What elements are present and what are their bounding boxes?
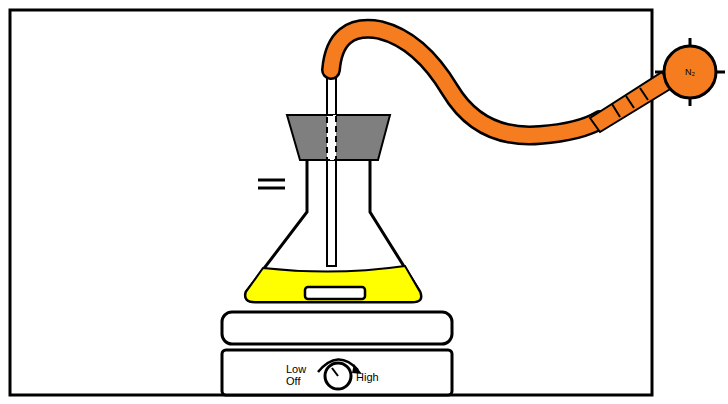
nitrogen-valve xyxy=(664,46,716,98)
dial-label: Low xyxy=(286,364,306,375)
dial-arrow xyxy=(318,359,358,372)
rubber-stopper xyxy=(287,115,390,160)
tank-connector xyxy=(590,72,672,132)
tubing xyxy=(331,29,600,136)
dial-label: High xyxy=(356,372,379,383)
connector-rib xyxy=(626,96,634,108)
dial-label: Off xyxy=(286,376,300,387)
tubing-outline xyxy=(331,29,600,136)
connector-rib xyxy=(640,88,648,100)
dial-pointer xyxy=(332,368,338,376)
side-arm xyxy=(258,179,285,182)
gas-source-circle: N₂ xyxy=(664,46,716,98)
frame xyxy=(10,10,652,395)
dial xyxy=(325,363,351,389)
node-text: N₂ xyxy=(685,68,695,77)
needle xyxy=(327,68,336,266)
hot-plate-base xyxy=(222,350,452,395)
stir-bar xyxy=(305,287,365,299)
yellow-liquid xyxy=(245,266,421,302)
connector-rib xyxy=(612,104,620,117)
needle xyxy=(327,115,336,160)
hot-plate-top xyxy=(222,312,452,344)
side-arm xyxy=(258,187,285,190)
